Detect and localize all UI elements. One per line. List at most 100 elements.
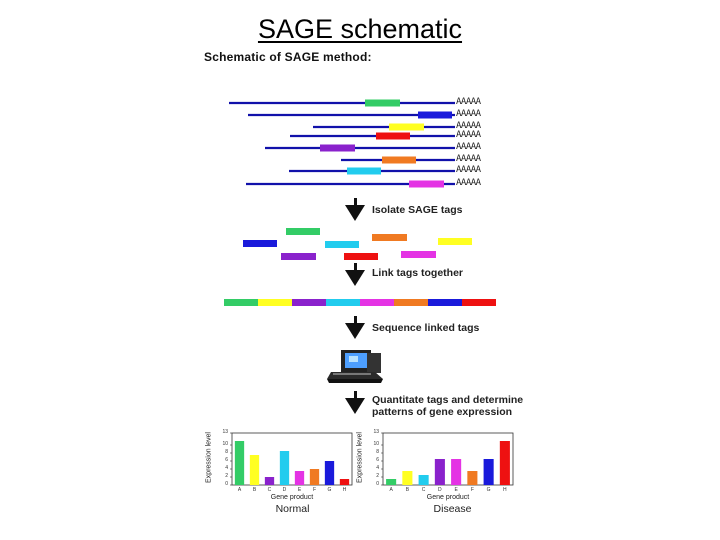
poly-a-tail: AAAAA xyxy=(456,121,481,131)
sage-tag-magenta xyxy=(409,180,444,188)
poly-a-tail: AAAAA xyxy=(456,154,481,164)
bar-A xyxy=(386,479,397,485)
x-tick-label: D xyxy=(282,487,287,493)
bar-H xyxy=(339,479,350,485)
sage-tag-yellow xyxy=(389,123,424,131)
poly-a-tail: AAAAA xyxy=(456,165,481,175)
x-tick-label: C xyxy=(421,487,426,493)
bar-D xyxy=(279,451,290,485)
x-tick-label: C xyxy=(267,487,272,493)
linked-tag-yellow xyxy=(258,299,292,306)
x-tick-label: H xyxy=(503,487,507,493)
linked-tag-cyan xyxy=(326,299,360,306)
y-tick-label: 13 xyxy=(373,429,379,435)
x-axis-label: Gene product xyxy=(426,494,470,501)
x-tick-label: D xyxy=(438,487,442,493)
chart-frame xyxy=(231,432,353,486)
y-tick-label: 2 xyxy=(225,473,228,479)
bar-C xyxy=(418,475,429,485)
isolated-tag-blue xyxy=(243,240,277,247)
y-axis-label: Expression level xyxy=(205,432,213,483)
y-tick-label: 4 xyxy=(376,465,379,471)
poly-a-tail: AAAAA xyxy=(456,109,481,119)
sage-tag-red xyxy=(376,132,410,140)
bar-D xyxy=(434,459,445,485)
y-axis-label: Expression level xyxy=(356,432,364,483)
bar-E xyxy=(294,471,305,485)
y-tick-label: 6 xyxy=(225,457,228,463)
down-arrow-4 xyxy=(345,391,365,414)
isolated-tag-orange xyxy=(372,234,407,241)
step-isolate-tags: Isolate SAGE tags xyxy=(372,204,463,216)
step-quantitate: Quantitate tags and determine patterns o… xyxy=(372,394,524,418)
y-tick-label: 8 xyxy=(225,449,228,455)
x-tick-label: G xyxy=(486,487,491,493)
isolated-tag-green xyxy=(286,228,320,235)
y-tick-label: 2 xyxy=(376,473,379,479)
step-sequence-tags: Sequence linked tags xyxy=(372,322,480,334)
x-tick-label: A xyxy=(389,487,393,493)
linked-tag-blue xyxy=(428,299,462,306)
isolated-tag-red xyxy=(344,253,378,260)
y-tick-label: 10 xyxy=(222,441,228,447)
bar-E xyxy=(451,459,462,485)
down-arrow-2 xyxy=(345,263,365,286)
linked-tag-red xyxy=(462,299,496,306)
isolated-tag-purple xyxy=(281,253,316,260)
x-tick-label: H xyxy=(342,487,347,493)
x-axis-label: Gene product xyxy=(270,494,314,501)
bar-G xyxy=(324,461,335,485)
bar-H xyxy=(499,441,510,485)
x-tick-label: B xyxy=(252,487,257,493)
y-tick-label: 4 xyxy=(225,465,228,471)
linked-tag-purple xyxy=(292,299,326,306)
x-tick-label: E xyxy=(454,487,458,493)
mrna-diagram xyxy=(229,99,455,188)
poly-a-tail: AAAAA xyxy=(456,178,481,188)
x-tick-label: G xyxy=(327,487,332,493)
bar-A xyxy=(234,441,245,485)
bar-B xyxy=(402,471,413,485)
down-arrow-3 xyxy=(345,316,365,339)
bar-F xyxy=(309,469,320,485)
chart-caption: Normal xyxy=(275,503,310,515)
sage-tag-green xyxy=(365,99,400,107)
isolated-tag-yellow xyxy=(438,238,472,245)
bar-G xyxy=(483,459,494,485)
y-tick-label: 10 xyxy=(373,441,379,447)
diagram-title: Schematic of SAGE method: xyxy=(204,50,372,64)
x-tick-label: F xyxy=(470,487,474,493)
linked-tag-green xyxy=(224,299,258,306)
x-tick-label: B xyxy=(405,487,410,493)
poly-a-tail: AAAAA xyxy=(456,142,481,152)
bar-C xyxy=(264,477,275,485)
y-tick-label: 0 xyxy=(225,481,228,487)
chart-frame xyxy=(382,432,514,486)
x-tick-label: F xyxy=(312,487,317,493)
linked-tag-magenta xyxy=(360,299,394,306)
sage-tag-orange xyxy=(382,156,416,164)
isolated-tag-magenta xyxy=(401,251,436,258)
sage-tag-blue xyxy=(418,111,452,119)
page-title: SAGE schematic xyxy=(257,14,463,44)
x-tick-label: A xyxy=(237,487,242,493)
bar-B xyxy=(249,455,260,485)
x-tick-label: E xyxy=(297,487,302,493)
chart-caption: Disease xyxy=(433,503,472,515)
poly-a-tail: AAAAA xyxy=(456,130,481,140)
poly-a-tail: AAAAA xyxy=(456,97,481,107)
linked-tag-orange xyxy=(394,299,428,306)
sage-tag-purple xyxy=(320,144,355,152)
y-tick-label: 6 xyxy=(376,457,379,463)
bar-F xyxy=(467,471,478,485)
step-link-tags: Link tags together xyxy=(372,267,464,279)
down-arrow-1 xyxy=(345,198,365,221)
y-tick-label: 0 xyxy=(376,481,379,487)
isolated-tag-cyan xyxy=(325,241,359,248)
sage-tag-cyan xyxy=(347,167,381,175)
y-tick-label: 13 xyxy=(222,429,228,435)
y-tick-label: 8 xyxy=(376,449,379,455)
computer-icon xyxy=(327,350,383,383)
